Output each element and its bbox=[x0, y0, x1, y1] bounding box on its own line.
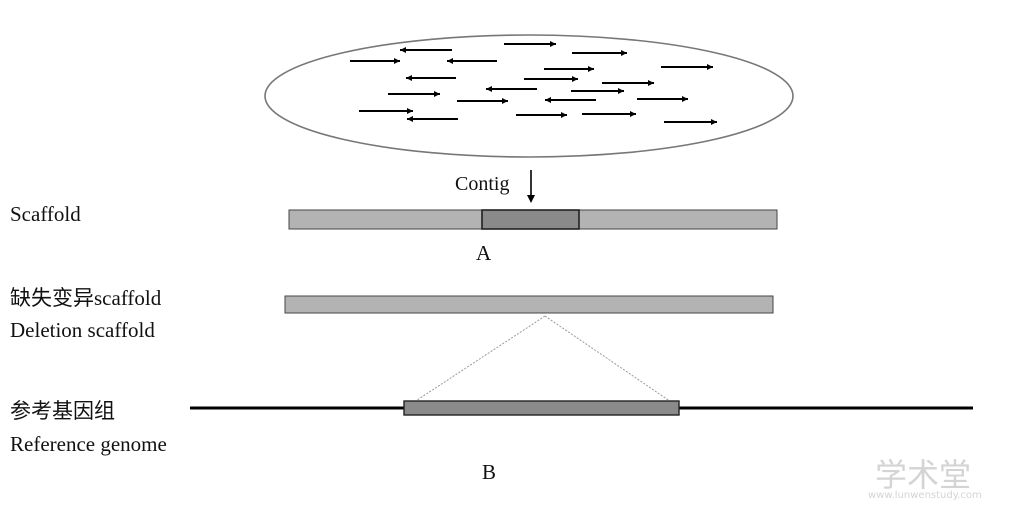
label-a: A bbox=[476, 241, 492, 265]
label-b: B bbox=[482, 460, 497, 484]
read-arrow bbox=[545, 97, 596, 103]
deletion-scaffold-bar bbox=[284, 295, 774, 314]
read-arrow bbox=[637, 96, 688, 102]
reads-group bbox=[350, 41, 717, 125]
watermark-title: 学术堂 bbox=[875, 456, 972, 494]
read-arrow bbox=[350, 58, 400, 64]
read-arrow bbox=[388, 91, 440, 97]
read-arrow bbox=[457, 98, 508, 104]
read-arrow bbox=[664, 119, 717, 125]
watermark-url: www.lunwenstudy.com bbox=[868, 490, 982, 501]
deleted-region-segment bbox=[403, 400, 680, 416]
read-arrow bbox=[571, 88, 624, 94]
reference-genome-cn-label: 参考基因组 bbox=[10, 399, 115, 423]
read-arrow bbox=[524, 76, 578, 82]
read-arrow bbox=[407, 116, 458, 122]
deletion-scaffold-cn-label: 缺失变异scaffold bbox=[10, 286, 162, 310]
scaffold-bar bbox=[288, 209, 778, 230]
read-arrow bbox=[359, 108, 413, 114]
deletion-scaffold-en-label: Deletion scaffold bbox=[10, 318, 155, 342]
read-arrow bbox=[544, 66, 594, 72]
read-arrow bbox=[572, 50, 627, 56]
scaffold-label: Scaffold bbox=[10, 202, 81, 226]
contig-label: Contig bbox=[455, 173, 510, 195]
read-arrow bbox=[406, 75, 456, 81]
reads-pool-ellipse bbox=[264, 34, 794, 158]
contig-segment bbox=[481, 209, 580, 230]
read-arrow bbox=[400, 47, 452, 53]
read-arrow bbox=[582, 111, 636, 117]
read-arrow bbox=[661, 64, 713, 70]
read-arrow bbox=[447, 58, 497, 64]
read-arrow bbox=[486, 86, 537, 92]
read-arrow bbox=[516, 112, 567, 118]
read-arrow bbox=[602, 80, 654, 86]
deletion-lines bbox=[404, 315, 681, 409]
contig-arrow bbox=[527, 170, 535, 203]
read-arrow bbox=[504, 41, 556, 47]
reference-genome-en-label: Reference genome bbox=[10, 432, 167, 456]
